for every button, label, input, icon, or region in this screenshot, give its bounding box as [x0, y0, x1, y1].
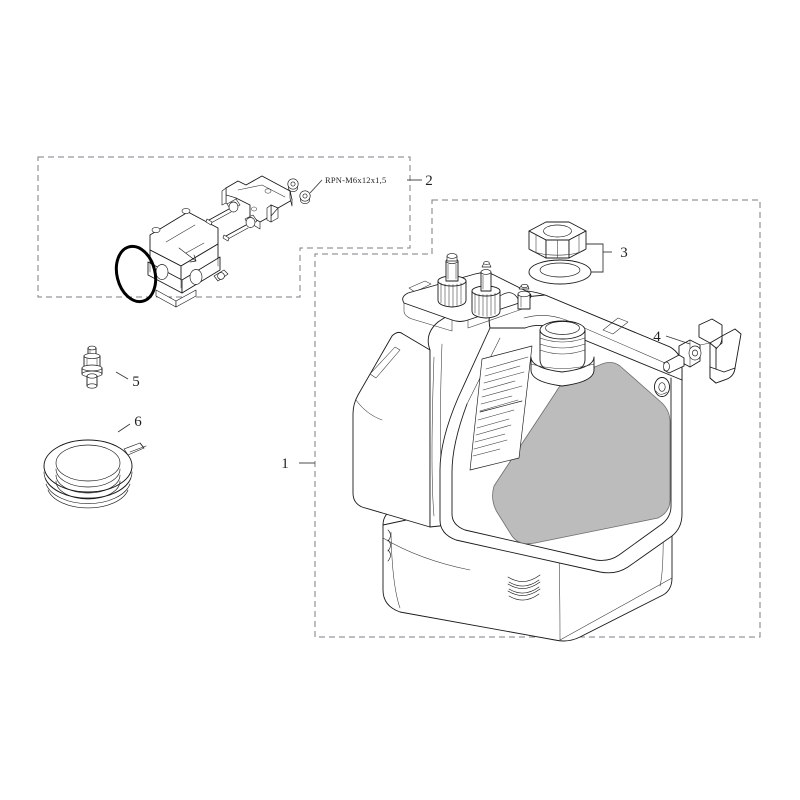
filler-neck	[530, 320, 595, 387]
washer-lower	[299, 190, 311, 204]
group-box-pump-bracket	[37, 156, 411, 298]
part-code-label: RPN-M6x12x1,5	[325, 175, 386, 185]
base-grip-ribs	[507, 574, 541, 601]
fuel-tank-body	[352, 253, 683, 642]
cap-sealing-washer	[528, 259, 592, 285]
callout-label-4: 4	[653, 329, 661, 345]
breather-valve	[81, 345, 103, 389]
callout-label-2: 2	[425, 173, 433, 189]
group-box-tank-assembly	[314, 199, 761, 638]
nipple-fitting	[517, 283, 531, 310]
hex-filler-cap	[528, 221, 587, 259]
callout-label-3: 3	[620, 245, 628, 261]
callout-label-6: 6	[134, 414, 142, 430]
knurled-fitting-right	[471, 261, 501, 319]
fuel-pump-body	[147, 208, 229, 308]
washer-upper	[287, 178, 299, 192]
t-handle-valve	[663, 318, 742, 384]
part-code-leader	[309, 179, 323, 194]
warning-decal	[469, 345, 533, 471]
fuel-hose-coil	[43, 439, 147, 509]
callout-leaders	[115, 179, 691, 464]
screw-upper	[205, 198, 241, 226]
screw-lower	[222, 214, 258, 242]
callout-3-bracket	[586, 243, 612, 273]
shaded-side-panel	[492, 362, 671, 545]
valve-washer	[654, 377, 670, 397]
knurled-fitting-left	[437, 253, 467, 308]
callout-label-5: 5	[132, 374, 140, 390]
o-ring-seal	[114, 244, 158, 304]
callout-label-1: 1	[281, 456, 289, 472]
